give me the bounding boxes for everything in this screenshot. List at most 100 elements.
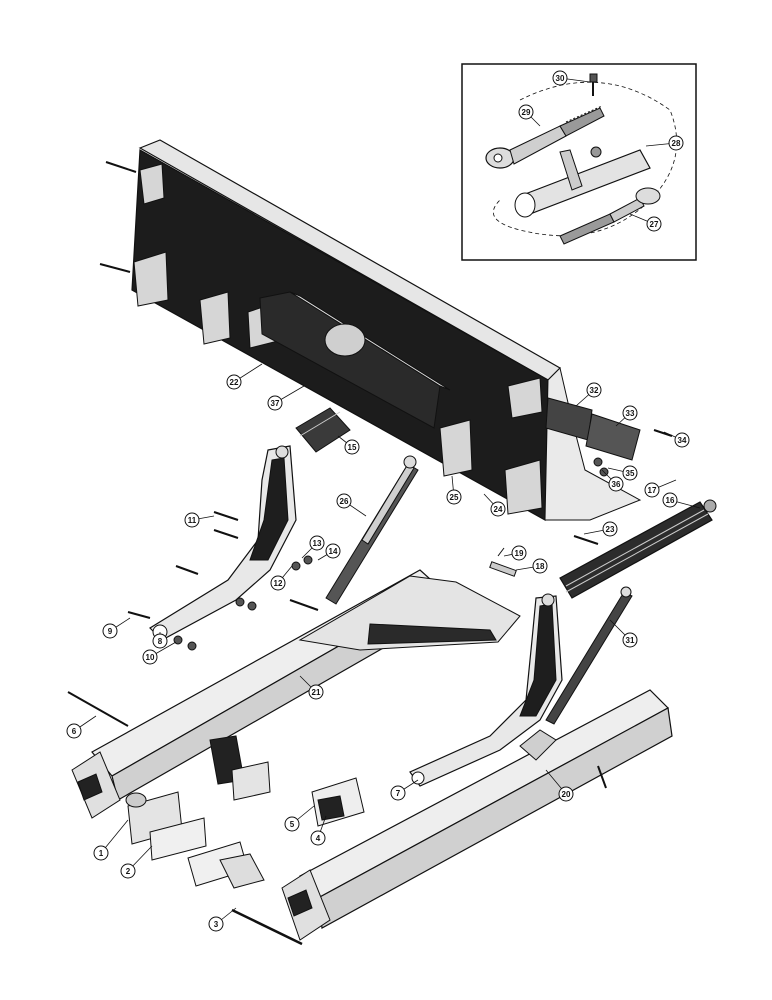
callout-number: 22	[230, 378, 239, 387]
callout-bubble	[267, 395, 283, 411]
cylinder-15-upper	[295, 407, 351, 453]
callout-13: 13	[301, 535, 325, 559]
callout-3: 3	[208, 907, 237, 932]
callout-bubble	[622, 405, 638, 421]
callout-bubble	[532, 558, 548, 574]
callout-number: 7	[396, 789, 401, 798]
callout-37: 37	[267, 385, 305, 411]
callout-number: 3	[214, 920, 219, 929]
callout-21: 21	[299, 675, 324, 700]
callout-number: 2	[126, 867, 131, 876]
callout-22: 22	[226, 363, 263, 390]
brace-26	[325, 455, 419, 605]
loose-bolts	[67, 429, 673, 789]
callout-34: 34	[663, 431, 690, 448]
callout-bubble	[142, 649, 158, 665]
callout-number: 1	[99, 849, 104, 858]
callout-bubble	[446, 489, 462, 505]
callout-bubble	[208, 916, 224, 932]
callout-number: 9	[108, 627, 113, 636]
callout-bubble	[602, 521, 618, 537]
callout-32: 32	[575, 382, 602, 407]
callout-11: 11	[184, 512, 215, 528]
callout-7: 7	[390, 779, 419, 801]
inset-detail	[461, 63, 697, 261]
blade-brackets	[133, 163, 543, 515]
eye-rod-29	[485, 105, 605, 169]
callout-number: 4	[316, 834, 321, 843]
callout-number: 13	[313, 539, 322, 548]
callout-17: 17	[644, 479, 677, 498]
callout-14: 14	[317, 543, 341, 561]
callout-5: 5	[284, 805, 315, 832]
callout-number: 16	[666, 496, 675, 505]
callout-bubble	[390, 785, 406, 801]
callout-bubble	[309, 535, 325, 551]
callout-number: 23	[606, 525, 615, 534]
callout-number: 20	[562, 790, 571, 799]
callout-19: 19	[503, 545, 527, 561]
blade-bolts	[99, 161, 137, 273]
callout-bubble	[152, 633, 168, 649]
callout-bubble	[102, 623, 118, 639]
callout-bubble	[325, 543, 341, 559]
callout-26: 26	[336, 493, 367, 517]
callout-8: 8	[152, 632, 168, 649]
callout-27: 27	[629, 213, 662, 232]
callout-number: 36	[612, 480, 621, 489]
callout-number: 25	[450, 493, 459, 502]
callout-12: 12	[270, 565, 293, 591]
callout-bubble	[490, 501, 506, 517]
trunnion-bar-37	[259, 291, 451, 429]
callout-bubble	[646, 216, 662, 232]
callout-28: 28	[645, 135, 684, 151]
callout-bubble	[120, 863, 136, 879]
callout-bubble	[622, 632, 638, 648]
callout-2: 2	[120, 845, 153, 879]
cylinder-15-lower	[559, 499, 717, 599]
cutting-edge-33	[585, 413, 641, 461]
callout-bubble	[622, 465, 638, 481]
callout-number: 12	[274, 579, 283, 588]
callout-16: 16	[662, 492, 701, 509]
brace-31	[545, 586, 633, 725]
callout-number: 28	[672, 139, 681, 148]
callout-number: 34	[678, 436, 687, 445]
callout-35: 35	[607, 465, 638, 481]
callout-36: 36	[601, 469, 624, 492]
plate-2	[149, 817, 207, 861]
bracket-4-5	[311, 777, 365, 827]
callout-bubble	[518, 104, 534, 120]
callout-4: 4	[310, 815, 327, 846]
callout-number: 37	[271, 399, 280, 408]
callout-bubble	[674, 432, 690, 448]
callout-bubble	[184, 512, 200, 528]
callout-15: 15	[337, 435, 360, 455]
callout-1: 1	[93, 819, 129, 861]
callout-bubble	[662, 492, 678, 508]
callout-number: 30	[556, 74, 565, 83]
callout-number: 32	[590, 386, 599, 395]
hitch-block-3	[187, 841, 303, 946]
push-arm-11	[149, 445, 297, 641]
callout-number: 14	[329, 547, 338, 556]
callout-18: 18	[515, 558, 548, 574]
callout-6: 6	[66, 715, 97, 739]
callout-bubble	[336, 493, 352, 509]
clamp-center	[209, 735, 271, 801]
eye-rod-27	[559, 187, 661, 245]
callout-20: 20	[545, 769, 574, 802]
callout-30: 30	[552, 70, 591, 86]
callout-number: 29	[522, 108, 531, 117]
callout-bubble	[344, 439, 360, 455]
screw-30	[589, 73, 598, 96]
callout-bubble	[668, 135, 684, 151]
callout-bubble	[308, 684, 324, 700]
push-arm-7	[409, 593, 563, 787]
tube-28	[514, 146, 651, 218]
callout-bubble	[558, 786, 574, 802]
callout-25: 25	[446, 475, 462, 505]
cutting-edge	[545, 397, 641, 461]
callout-number: 31	[626, 636, 635, 645]
